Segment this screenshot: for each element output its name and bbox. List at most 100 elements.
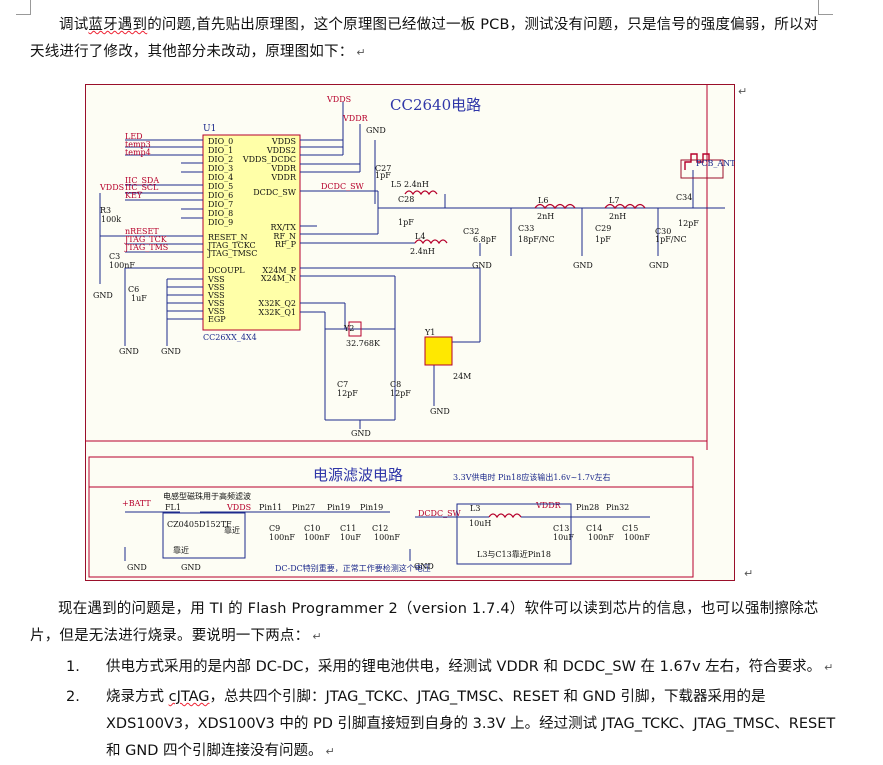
- svg-text:DCDC_SW: DCDC_SW: [253, 188, 297, 197]
- paragraph-mark-icon: ↵: [738, 85, 748, 98]
- svg-text:VDDR: VDDR: [270, 173, 297, 182]
- svg-text:JTAG_TMS: JTAG_TMS: [124, 243, 168, 252]
- svg-text:C9: C9: [269, 524, 280, 533]
- svg-text:1pF: 1pF: [595, 235, 611, 244]
- svg-text:GND: GND: [366, 126, 386, 135]
- svg-text:1pF: 1pF: [398, 218, 414, 227]
- svg-text:C33: C33: [518, 224, 534, 233]
- list-number: 2.: [66, 689, 80, 705]
- svg-text:C12: C12: [372, 524, 388, 533]
- svg-text:100nF: 100nF: [304, 533, 330, 542]
- svg-text:EGP: EGP: [208, 315, 226, 324]
- svg-text:100nF: 100nF: [109, 261, 135, 270]
- svg-text:C13: C13: [553, 524, 569, 533]
- svg-text:Pin19: Pin19: [327, 503, 350, 512]
- svg-text:C7: C7: [337, 380, 348, 389]
- svg-text:1pF: 1pF: [375, 171, 391, 180]
- svg-text:nRESET: nRESET: [125, 227, 159, 236]
- list-item-spellcheck: cJTAG: [168, 689, 210, 705]
- svg-text:GND: GND: [351, 429, 371, 438]
- svg-text:DIO_2: DIO_2: [208, 155, 233, 164]
- svg-text:DIO_8: DIO_8: [208, 209, 233, 218]
- svg-text:VDDS: VDDS: [99, 183, 124, 192]
- svg-text:VSS: VSS: [207, 275, 225, 284]
- svg-text:GND: GND: [472, 261, 492, 270]
- svg-text:DIO_4: DIO_4: [208, 173, 233, 182]
- svg-text:GND: GND: [649, 261, 669, 270]
- svg-text:VSS: VSS: [207, 299, 225, 308]
- svg-text:X32K_Q2: X32K_Q2: [259, 299, 297, 308]
- power-filter-labels: 3.3V供电时 Pin18应该输出1.6v~1.7v左右 +BATT 电感型磁珠…: [122, 472, 650, 573]
- svg-text:L5 2.4nH: L5 2.4nH: [391, 180, 429, 189]
- svg-text:GND: GND: [127, 563, 147, 572]
- svg-text:DCDC_SW: DCDC_SW: [418, 509, 462, 518]
- list-item-2: 2. 烧录方式 cJTAG，总共四个引脚：JTAG_TCKC、JTAG_TMSC…: [66, 684, 836, 764]
- svg-text:C28: C28: [398, 195, 414, 204]
- list-number: 1.: [66, 659, 80, 675]
- svg-text:DIO_7: DIO_7: [208, 200, 233, 209]
- ic-ref: U1: [203, 124, 216, 134]
- svg-text:L4: L4: [415, 232, 425, 241]
- svg-text:C11: C11: [340, 524, 356, 533]
- svg-text:VDDR: VDDR: [342, 114, 369, 123]
- svg-text:2.4nH: 2.4nH: [410, 247, 435, 256]
- intro-text-c: 的问题,首先贴出原理图，这个原理图已经做过一板 PCB，测试没有问题，只是信号的…: [30, 17, 819, 60]
- svg-text:temp3: temp3: [125, 140, 151, 149]
- svg-text:10uF: 10uF: [340, 533, 361, 542]
- page-corner-mark-top-left: [16, 0, 31, 15]
- svg-text:18pF/NC: 18pF/NC: [518, 235, 555, 244]
- svg-text:X32K_Q1: X32K_Q1: [259, 308, 297, 317]
- svg-text:Pin28: Pin28: [576, 503, 599, 512]
- svg-text:L6: L6: [538, 196, 548, 205]
- intro-paragraph: 调试蓝牙遇到的问题,首先贴出原理图，这个原理图已经做过一板 PCB，测试没有问题…: [30, 12, 830, 66]
- svg-text:DIO_5: DIO_5: [208, 182, 233, 191]
- svg-text:C34: C34: [676, 193, 692, 202]
- svg-text:RF_P: RF_P: [275, 240, 297, 249]
- svg-text:12pF: 12pF: [337, 389, 358, 398]
- svg-text:C15: C15: [622, 524, 638, 533]
- svg-text:GND: GND: [573, 261, 593, 270]
- svg-text:32.768K: 32.768K: [346, 339, 381, 348]
- svg-text:temp4: temp4: [125, 148, 151, 157]
- svg-text:RESET_N: RESET_N: [208, 233, 248, 242]
- svg-text:IIC_SCL: IIC_SCL: [125, 183, 159, 192]
- svg-text:VDDS2: VDDS2: [266, 146, 296, 155]
- svg-text:1uF: 1uF: [131, 294, 147, 303]
- svg-text:JTAG_TCKC: JTAG_TCKC: [207, 241, 256, 250]
- svg-text:RF_N: RF_N: [273, 232, 296, 241]
- svg-text:DIO_0: DIO_0: [208, 137, 233, 146]
- svg-text:2nH: 2nH: [609, 212, 626, 221]
- svg-text:VDDS: VDDS: [271, 137, 296, 146]
- svg-text:DCDC_SW: DCDC_SW: [321, 182, 365, 191]
- svg-text:1pF/NC: 1pF/NC: [655, 235, 687, 244]
- svg-text:GND: GND: [93, 291, 113, 300]
- svg-text:12pF: 12pF: [390, 389, 411, 398]
- svg-text:GND: GND: [414, 562, 434, 571]
- svg-text:12pF: 12pF: [678, 219, 699, 228]
- list-item-text-c: ，总共四个引脚：JTAG_TCKC、JTAG_TMSC、RESET 和 GND …: [106, 689, 836, 759]
- svg-text:X24M_N: X24M_N: [261, 274, 296, 283]
- svg-text:IIC_SDA: IIC_SDA: [125, 176, 159, 185]
- circuit-title: CC2640电路: [390, 96, 481, 114]
- svg-text:DIO_1: DIO_1: [208, 146, 233, 155]
- svg-text:PCB_ANT: PCB_ANT: [696, 159, 735, 168]
- paragraph-mark-icon: ↵: [312, 630, 322, 643]
- paragraph-mark-icon: ↵: [325, 745, 335, 758]
- svg-text:VSS: VSS: [207, 283, 225, 292]
- list-item-text-a: 烧录方式: [106, 689, 169, 705]
- svg-text:靠近: 靠近: [173, 545, 189, 555]
- svg-text:+BATT: +BATT: [122, 499, 151, 508]
- svg-text:L7: L7: [609, 196, 619, 205]
- svg-text:L3: L3: [470, 504, 480, 513]
- svg-text:C6: C6: [128, 285, 139, 294]
- svg-text:GND: GND: [430, 407, 450, 416]
- svg-text:电感型磁珠用于高频滤波: 电感型磁珠用于高频滤波: [163, 491, 251, 501]
- paragraph-mark-icon: ↵: [824, 661, 834, 674]
- svg-text:KEY: KEY: [125, 191, 143, 200]
- intro-text-a: 调试: [59, 17, 89, 33]
- svg-text:24M: 24M: [453, 372, 471, 381]
- page-corner-mark-top-right: [818, 0, 833, 15]
